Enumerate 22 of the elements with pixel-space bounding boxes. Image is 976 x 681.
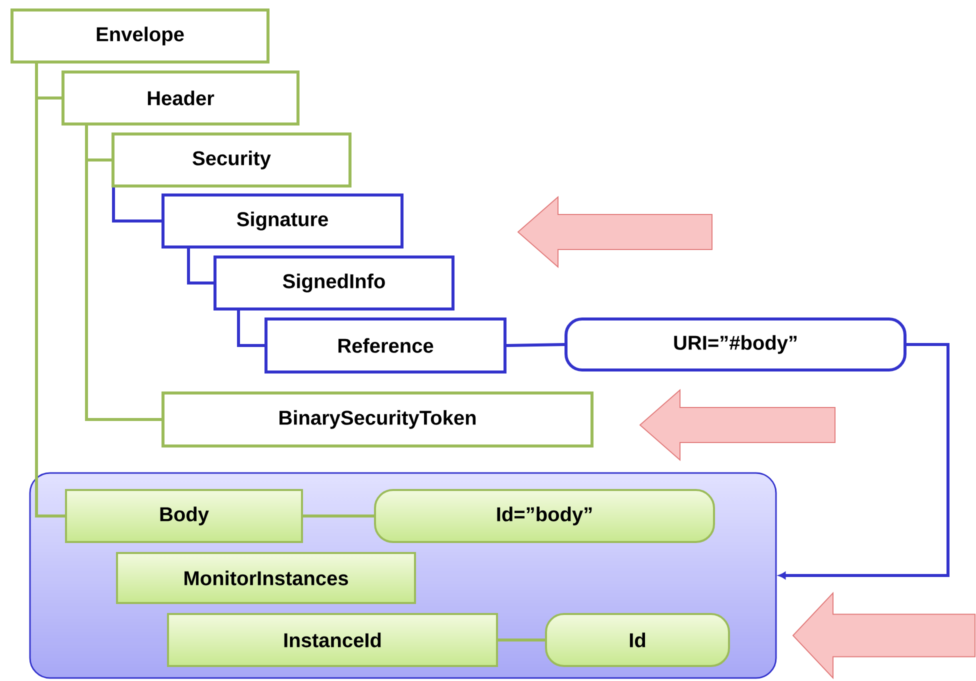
connector <box>237 310 264 347</box>
element-box: Envelope <box>10 8 270 64</box>
element-box: SignedInfo <box>214 256 454 310</box>
element-box: Body <box>65 489 303 543</box>
element-box: Security <box>112 132 352 188</box>
element-box: Header <box>62 70 300 126</box>
connector <box>35 64 65 518</box>
element-box: Signature <box>162 194 404 248</box>
element-box: BinarySecurityToken <box>162 392 594 448</box>
connector <box>506 343 565 347</box>
element-box: MonitorInstances <box>116 552 416 604</box>
connector <box>778 343 950 580</box>
connector <box>85 126 162 421</box>
connector <box>303 514 374 518</box>
element-box: Reference <box>264 318 506 374</box>
attribute-box: Id <box>545 613 730 667</box>
attribute-box: URI=”#body” <box>564 318 906 372</box>
connector <box>498 638 545 642</box>
element-box: InstanceId <box>167 613 498 667</box>
connector <box>187 248 214 284</box>
attribute-box: Id=”body” <box>374 489 715 543</box>
connector <box>112 188 162 222</box>
